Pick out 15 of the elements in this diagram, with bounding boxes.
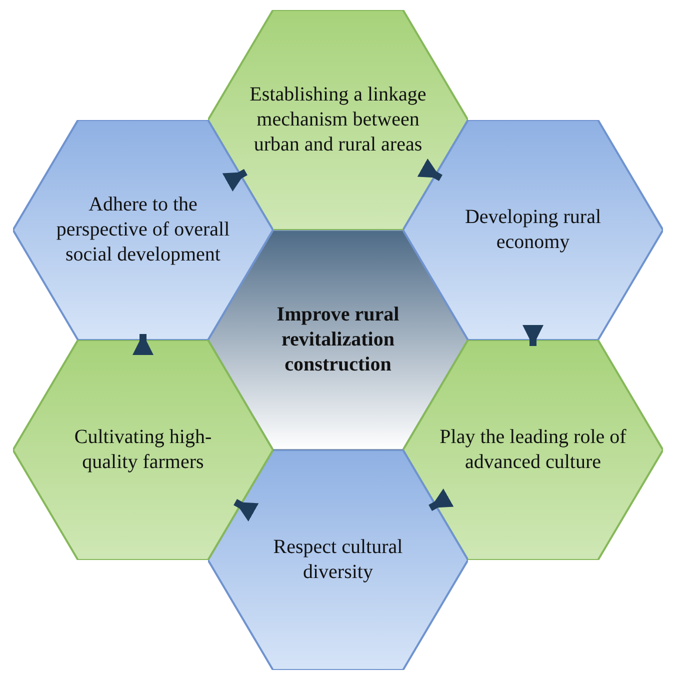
node-text: Developing rural economy xyxy=(464,205,602,255)
arrow xyxy=(132,334,154,355)
node-text: Adhere to the perspective of overall social development xyxy=(55,192,231,268)
arrow xyxy=(428,488,454,511)
hexagon xyxy=(403,340,663,560)
node-text: Respect cultural diversity xyxy=(272,535,404,585)
node-text: Cultivating high-quality farmers xyxy=(73,425,213,475)
arrow xyxy=(222,169,248,192)
arrow xyxy=(417,158,442,181)
hexagon xyxy=(13,340,273,560)
arrow xyxy=(522,325,544,346)
arrow xyxy=(234,499,259,522)
node-text: Play the leading role of advanced culture xyxy=(438,425,628,475)
center-title: Improve rural revitalization construction xyxy=(276,302,400,378)
node-text: Establishing a linkage mechanism between urban and rural areas xyxy=(248,82,428,158)
